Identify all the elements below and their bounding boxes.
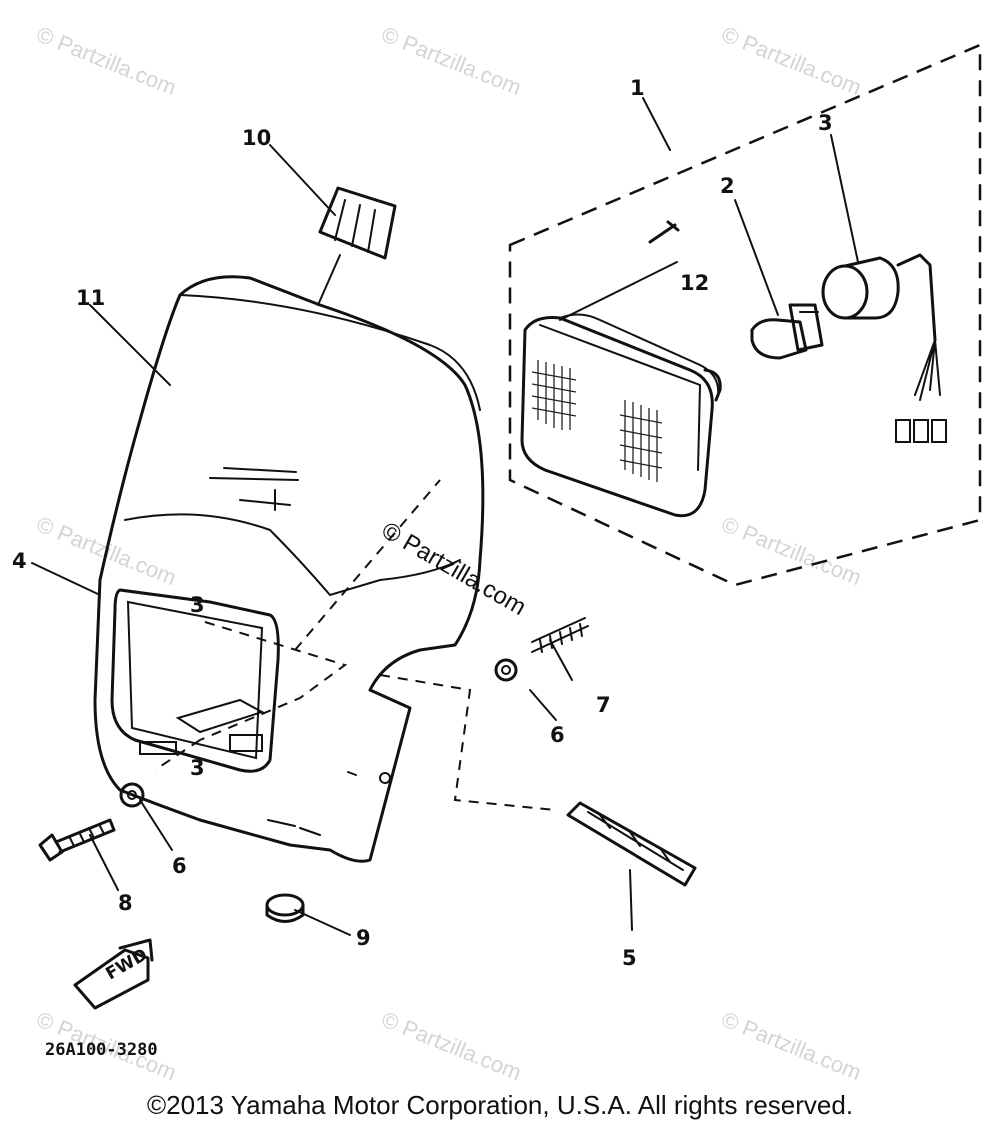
strap-5	[566, 801, 697, 887]
bulb	[750, 303, 824, 360]
bolt-8	[38, 818, 116, 862]
copyright-notice: ©2013 Yamaha Motor Corporation, U.S.A. A…	[146, 1090, 854, 1120]
label-8: 8	[118, 891, 133, 915]
label-4: 4	[12, 549, 27, 573]
watermark-layer: © Partzilla.com © Partzilla.com © Partzi…	[33, 21, 865, 1085]
label-7: 7	[596, 693, 611, 717]
watermark: © Partzilla.com	[378, 21, 525, 100]
fwd-stamp: FWD	[73, 938, 154, 1010]
label-6b: 6	[172, 854, 187, 878]
assembly-boundary	[508, 43, 982, 587]
label-2: 2	[720, 174, 735, 198]
label-6: 6	[550, 723, 565, 747]
part-labels: 1 2 3 4 5 6 6 7 8 9 10 11 12 3 3	[12, 76, 833, 970]
label-3c: 3	[190, 756, 205, 780]
label-1: 1	[630, 76, 645, 100]
watermark: © Partzilla.com	[718, 511, 865, 590]
leader-lines	[31, 97, 859, 936]
label-12: 12	[680, 271, 709, 295]
spring-7	[531, 617, 589, 653]
watermark: © Partzilla.com	[718, 21, 865, 100]
lens-grid-left	[531, 360, 577, 430]
label-11: 11	[76, 286, 105, 310]
watermark: © Partzilla.com	[378, 1006, 525, 1085]
number-plate-cowl	[93, 275, 556, 863]
headlight-unit	[520, 313, 722, 518]
watermark: © Partzilla.com	[33, 21, 180, 100]
label-10: 10	[242, 126, 271, 150]
screw-12	[648, 220, 680, 244]
nut-6-left	[119, 782, 145, 808]
label-5: 5	[622, 946, 637, 970]
diagram-part-code: 26A100-3280	[45, 1040, 158, 1060]
watermark: © Partzilla.com	[718, 1006, 865, 1085]
lens-grid-right	[619, 400, 663, 482]
label-9: 9	[356, 926, 371, 950]
label-3: 3	[818, 111, 833, 135]
rubber-tab-10	[318, 186, 397, 260]
center-watermark: © Partzilla.com	[377, 517, 531, 621]
grommet-9	[265, 893, 305, 923]
socket	[821, 253, 947, 443]
label-3b: 3	[190, 593, 205, 617]
nut-6-right	[494, 658, 518, 682]
